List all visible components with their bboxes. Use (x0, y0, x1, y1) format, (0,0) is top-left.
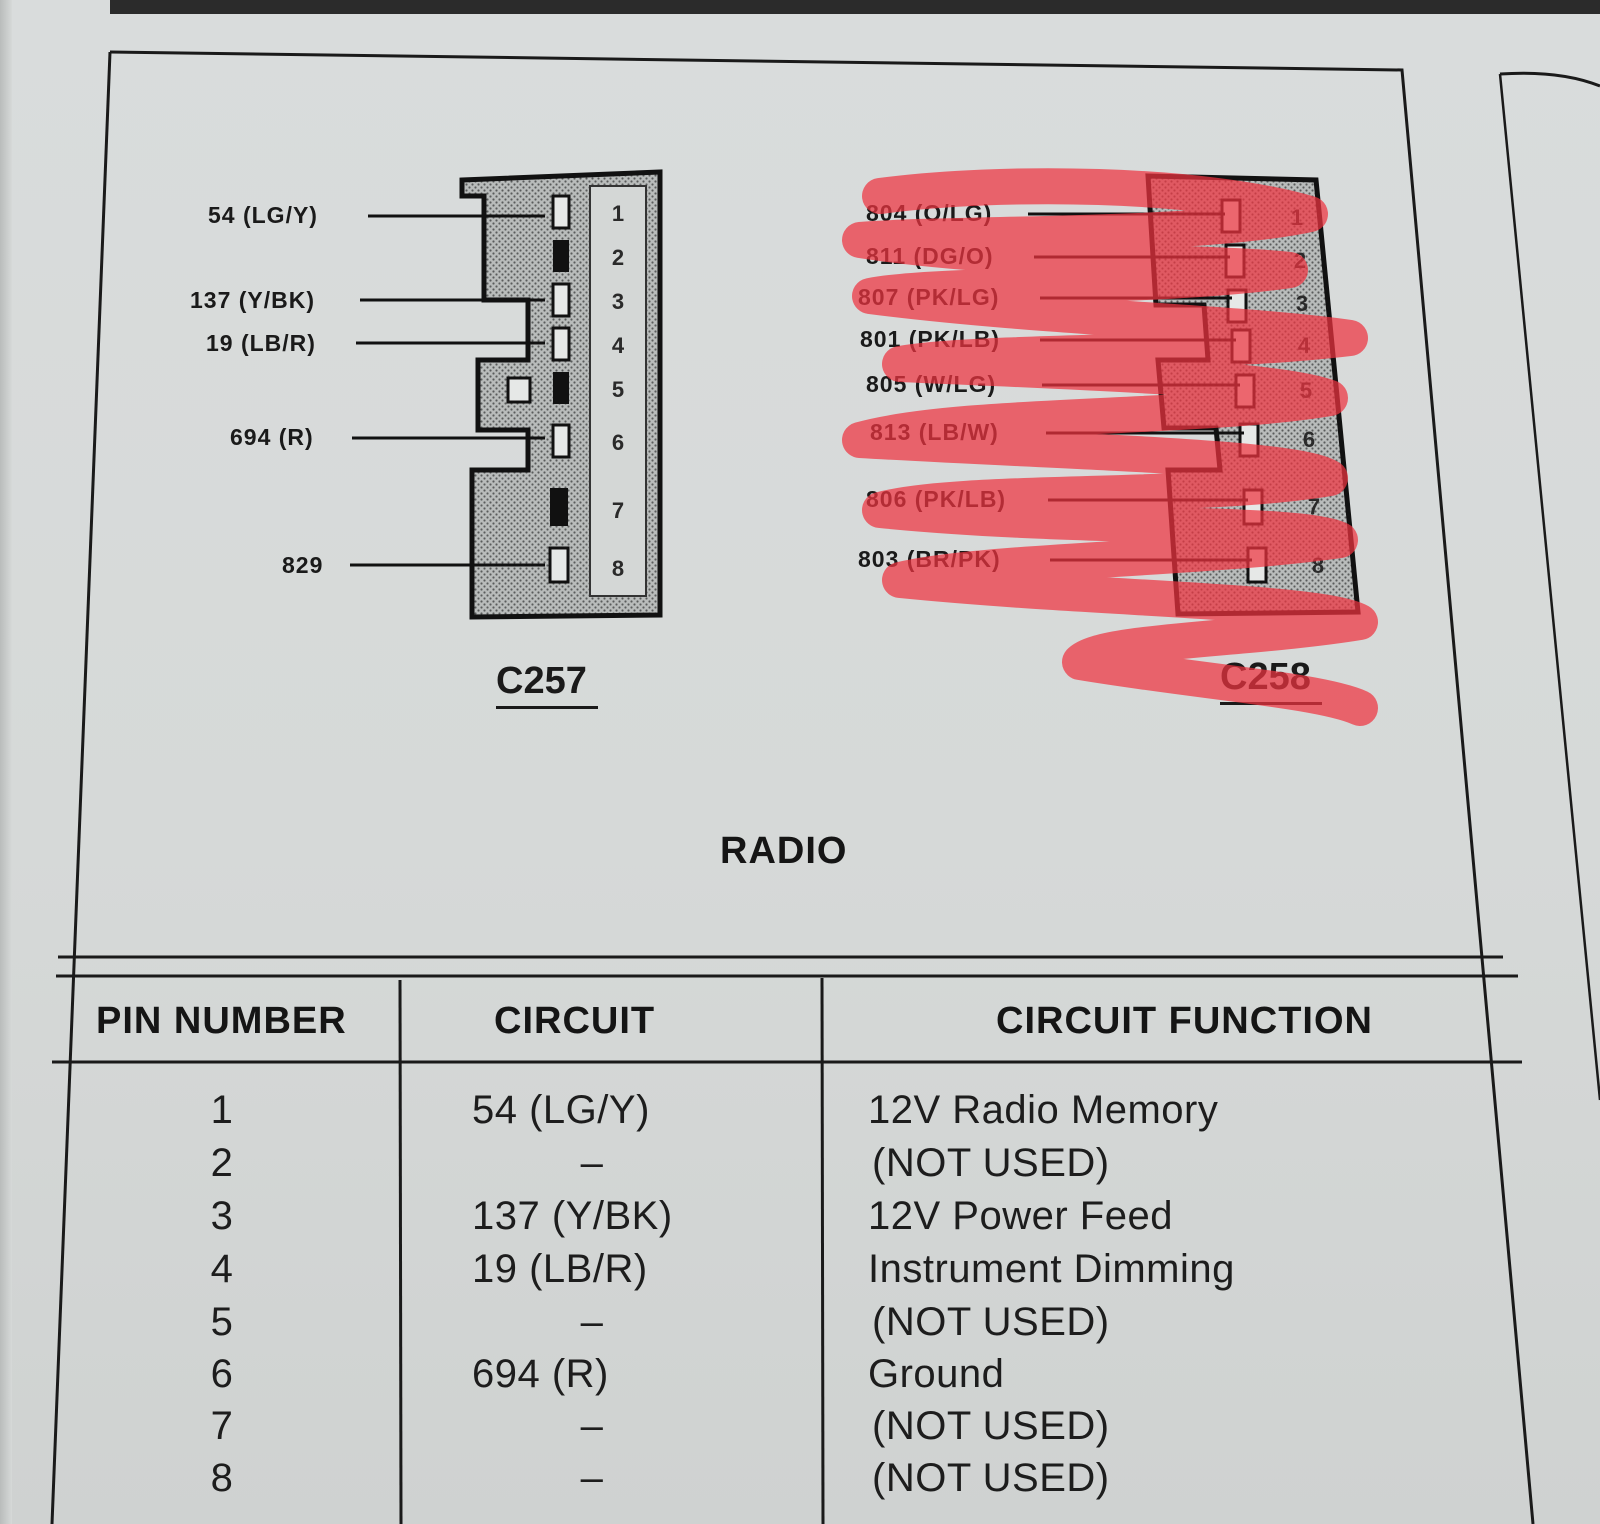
c257-pin-number: 8 (611, 556, 625, 581)
table-cell-function: 12V Radio Memory (868, 1088, 1219, 1132)
frame-top-right-border (109, 50, 1535, 1524)
table-cell-pin: 7 (210, 1404, 234, 1448)
c257-wire-label-pin-1: 54 (LG/Y) (208, 202, 318, 228)
c258-wire-label-pin-2: 811 (DG/O) (866, 243, 994, 269)
adjacent-page-border (1499, 71, 1600, 88)
c258-connector-name: C258 (1220, 656, 1311, 698)
c258-pin-number: 3 (1295, 291, 1309, 316)
table-cell-circuit: 19 (LB/R) (472, 1247, 648, 1291)
c258-wire-label-pin-8: 803 (BR/PK) (858, 546, 1001, 572)
table-cell-circuit: – (580, 1141, 604, 1185)
table-cell-function: 12V Power Feed (868, 1194, 1173, 1238)
table-cell-function: (NOT USED) (872, 1300, 1110, 1344)
c257-wire-label-pin-6: 694 (R) (230, 424, 314, 450)
table-cell-pin: 3 (210, 1194, 234, 1238)
table-cell-pin: 6 (210, 1352, 234, 1396)
c257-wire-label-pin-4: 19 (LB/R) (206, 330, 316, 356)
table-cell-circuit: – (580, 1300, 604, 1344)
table-col-divider-2 (820, 977, 825, 1524)
c258-pin-number: 6 (1302, 427, 1316, 452)
table-cell-circuit: 694 (R) (472, 1352, 609, 1396)
table-cell-pin: 2 (210, 1141, 234, 1185)
c258-wire-label-pin-3: 807 (PK/LG) (858, 284, 1000, 310)
c257-name-underline (496, 706, 598, 709)
table-cell-function: Instrument Dimming (868, 1247, 1235, 1291)
table-cell-circuit: – (580, 1456, 604, 1500)
table-cell-function: (NOT USED) (872, 1456, 1110, 1500)
table-cell-function: (NOT USED) (872, 1404, 1110, 1448)
table-header-circuit-function: CIRCUIT FUNCTION (996, 1000, 1373, 1042)
table-cell-pin: 8 (210, 1456, 234, 1500)
c257-connector-name: C257 (496, 660, 587, 702)
c258-pin-number: 7 (1307, 494, 1321, 519)
c257-pin-number: 2 (611, 245, 625, 270)
table-cell-circuit: 54 (LG/Y) (472, 1088, 650, 1132)
table-cell-function: Ground (868, 1352, 1005, 1396)
c258-wire-label-pin-4: 801 (PK/LB) (860, 326, 1001, 352)
table-header-pin-number: PIN NUMBER (96, 1000, 347, 1042)
table-cell-circuit: 137 (Y/BK) (472, 1194, 673, 1238)
diagram-title: RADIO (720, 830, 848, 872)
c258-wire-label-pin-1: 804 (O/LG) (866, 200, 993, 226)
c258-name-underline (1220, 702, 1322, 705)
table-cell-circuit: – (580, 1404, 604, 1448)
c257-wire-label-pin-8: 829 (282, 552, 324, 578)
table-cell-pin: 4 (210, 1247, 234, 1291)
table-cell-pin: 1 (210, 1088, 234, 1132)
c258-wire-label-pin-7: 806 (PK/LB) (866, 486, 1007, 512)
table-header-circuit: CIRCUIT (494, 1000, 656, 1042)
c258-pin-number: 4 (1297, 333, 1311, 358)
c257-pin-number: 4 (611, 333, 625, 358)
c258-wire-label-pin-6: 813 (LB/W) (870, 419, 999, 445)
c258-pin-number: 8 (1311, 553, 1325, 578)
table-col-divider-1 (398, 979, 403, 1524)
c258-connector-body (1145, 173, 1361, 617)
page-left-edge-shadow (0, 0, 12, 1524)
c257-pin-number: 7 (611, 498, 625, 523)
table-cell-pin: 5 (210, 1300, 234, 1344)
c257-pin-number: 5 (611, 377, 625, 402)
page-top-edge-shadow (110, 0, 1600, 14)
c257-pin-number: 6 (611, 430, 625, 455)
adjacent-page-edge (1498, 73, 1600, 1101)
c257-connector-body (459, 169, 663, 620)
c258-pin-number: 1 (1290, 205, 1304, 230)
c258-pin-number: 2 (1293, 248, 1307, 273)
table-cell-function: (NOT USED) (872, 1141, 1110, 1185)
c257-pin-number: 3 (611, 289, 625, 314)
c257-pin-number: 1 (611, 201, 625, 226)
c257-wire-label-pin-3: 137 (Y/BK) (190, 287, 316, 313)
c258-pin-number: 5 (1299, 378, 1313, 403)
frame-left-border (50, 51, 112, 1524)
c258-wire-label-pin-5: 805 (W/LG) (866, 371, 997, 397)
